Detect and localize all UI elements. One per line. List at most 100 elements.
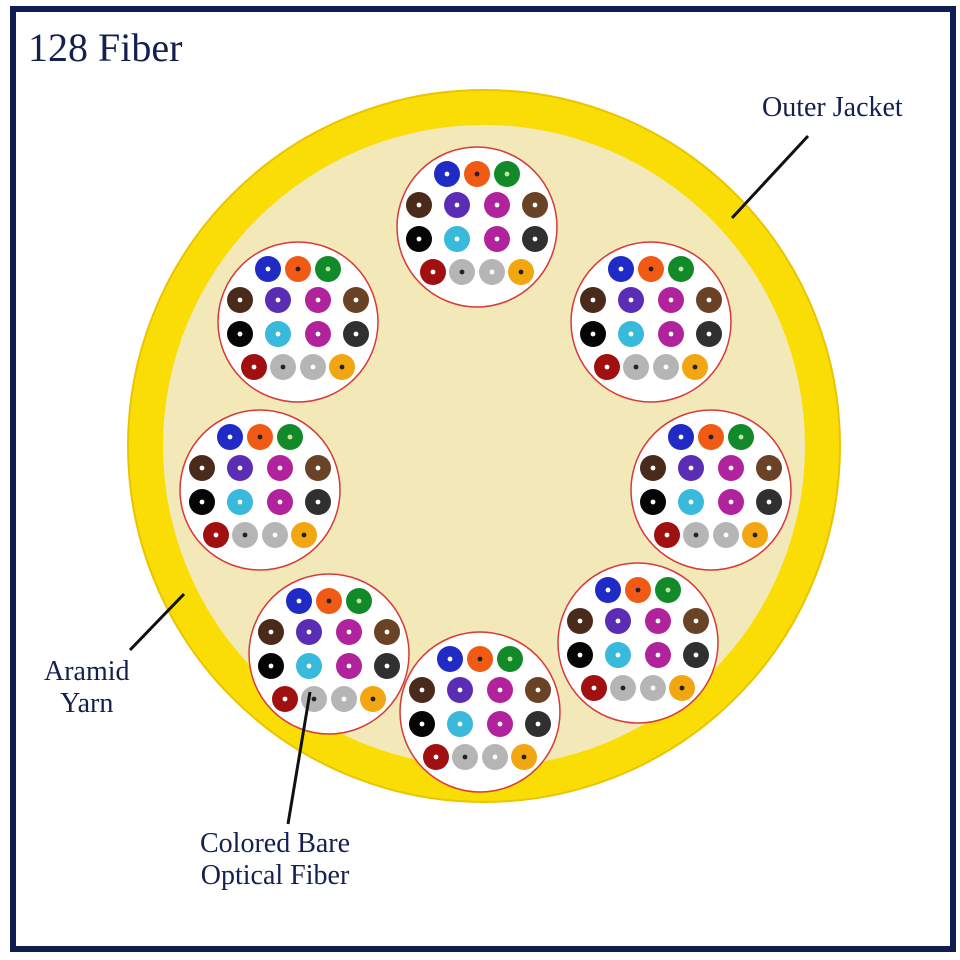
fiber-core: [280, 364, 286, 370]
fiber-core: [353, 297, 359, 303]
buffer-tube: [630, 409, 792, 571]
fiber-core: [693, 652, 699, 658]
fiber-core: [430, 269, 436, 275]
fiber-core: [237, 465, 243, 471]
fiber-core: [590, 297, 596, 303]
outer-jacket-label: Outer Jacket: [762, 92, 903, 124]
fiber-core: [738, 434, 744, 440]
fiber-core: [199, 499, 205, 505]
fiber-core: [752, 532, 758, 538]
fiber-core: [384, 629, 390, 635]
colored-bare-fiber-label: Colored Bare Optical Fiber: [200, 828, 350, 892]
fiber-core: [492, 754, 498, 760]
fiber-core: [688, 465, 694, 471]
fiber-core: [282, 696, 288, 702]
fiber-core: [766, 465, 772, 471]
fiber-core: [615, 618, 621, 624]
fiber-core: [693, 532, 699, 538]
fiber-core: [325, 266, 331, 272]
fiber-core: [604, 364, 610, 370]
fiber-core: [277, 499, 283, 505]
fiber-core: [310, 364, 316, 370]
fiber-core: [251, 364, 257, 370]
fiber-core: [315, 465, 321, 471]
fiber-core: [315, 499, 321, 505]
fiber-core: [433, 754, 439, 760]
fiber-core: [766, 499, 772, 505]
buffer-tube: [570, 241, 732, 403]
fiber-core: [295, 266, 301, 272]
fiber-core: [497, 721, 503, 727]
fiber-core: [665, 587, 671, 593]
fiber-core: [454, 236, 460, 242]
fiber-core: [497, 687, 503, 693]
fiber-core: [664, 532, 670, 538]
fiber-core: [633, 364, 639, 370]
fiber-core: [577, 618, 583, 624]
fiber-core: [311, 696, 317, 702]
fiber-core: [706, 297, 712, 303]
colored-bare-fiber-label-line-1: Colored Bare: [200, 828, 351, 859]
fiber-core: [272, 532, 278, 538]
fiber-core: [615, 652, 621, 658]
fiber-core: [242, 532, 248, 538]
fiber-core: [227, 434, 233, 440]
fiber-core: [306, 629, 312, 635]
fiber-core: [668, 331, 674, 337]
fiber-core: [688, 499, 694, 505]
fiber-core: [679, 685, 685, 691]
fiber-core: [419, 687, 425, 693]
fiber-core: [416, 202, 422, 208]
buffer-tube: [217, 241, 379, 403]
fiber-core: [237, 331, 243, 337]
aramid-yarn-label: Aramid Yarn: [44, 656, 130, 720]
fiber-core: [668, 297, 674, 303]
fiber-core: [257, 434, 263, 440]
fiber-core: [199, 465, 205, 471]
fiber-core: [655, 652, 661, 658]
fiber-core: [494, 202, 500, 208]
fiber-core: [416, 236, 422, 242]
fiber-core: [275, 331, 281, 337]
fiber-core: [268, 663, 274, 669]
fiber-core: [477, 656, 483, 662]
buffer-tube: [399, 631, 561, 793]
fiber-core: [591, 685, 597, 691]
fiber-core: [444, 171, 450, 177]
fiber-core: [620, 685, 626, 691]
fiber-core: [494, 236, 500, 242]
fiber-core: [693, 618, 699, 624]
leader-line-aramid-yarn: [128, 592, 186, 652]
fiber-core: [635, 587, 641, 593]
fiber-core: [457, 687, 463, 693]
fiber-core: [708, 434, 714, 440]
fiber-core: [326, 598, 332, 604]
leader-line-colored-bare-fiber: [286, 691, 312, 825]
fiber-core: [489, 269, 495, 275]
fiber-core: [339, 364, 345, 370]
diagram-title: 128 Fiber: [28, 25, 183, 70]
fiber-core: [315, 331, 321, 337]
fiber-core: [678, 266, 684, 272]
fiber-core: [723, 532, 729, 538]
fiber-core: [521, 754, 527, 760]
fiber-core: [265, 266, 271, 272]
fiber-core: [459, 269, 465, 275]
fiber-core: [628, 331, 634, 337]
fiber-core: [237, 499, 243, 505]
aramid-yarn-label-line-1: Aramid: [44, 656, 130, 687]
fiber-core: [728, 499, 734, 505]
fiber-core: [605, 587, 611, 593]
fiber-core: [655, 618, 661, 624]
fiber-core: [532, 202, 538, 208]
fiber-core: [678, 434, 684, 440]
leader-line-outer-jacket: [730, 134, 810, 220]
buffer-tube: [396, 146, 558, 308]
fiber-core: [237, 297, 243, 303]
fiber-core: [590, 331, 596, 337]
fiber-core: [474, 171, 480, 177]
buffer-tube: [179, 409, 341, 571]
fiber-core: [296, 598, 302, 604]
buffer-tubes: [179, 146, 792, 793]
fiber-core: [454, 202, 460, 208]
